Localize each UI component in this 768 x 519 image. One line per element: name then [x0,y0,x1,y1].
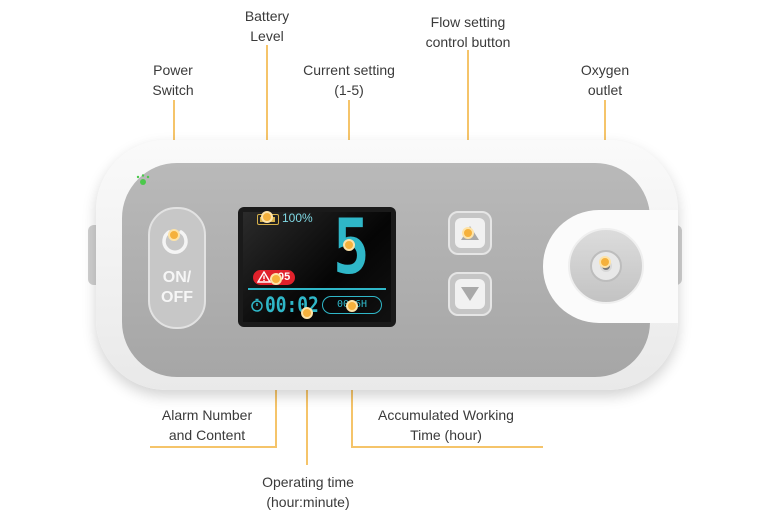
callout-dot-accumulated [346,300,358,312]
callout-line-accum-h [351,446,543,448]
battery-percent: 100% [282,211,313,225]
label-accum-line1: Accumulated Working [378,407,514,423]
label-current-setting: Current setting (1-5) [287,60,411,100]
callout-dot-battery [261,211,273,223]
callout-dot-power [168,229,180,241]
led-indicator-icon [136,174,150,185]
label-flow-line2: control button [425,34,511,50]
power-label-on: ON/ [162,269,192,286]
label-alarm-line2: and Content [168,427,246,443]
power-label-off: OFF [161,289,193,306]
label-power-line2: Switch [152,82,194,98]
power-button-label: ON/ OFF [148,268,206,308]
label-alarm: Alarm Number and Content [148,405,266,445]
callout-line-battery [266,45,268,217]
label-optime-line2: (hour:minute) [266,494,350,510]
callout-line-alarm-h [150,446,277,448]
label-outlet-line1: Oxygen [580,62,630,78]
label-current-line2: (1-5) [334,82,364,98]
label-flow-line1: Flow setting [430,14,506,30]
accumulated-hours-box [322,296,382,314]
power-icon [162,230,188,254]
callout-dot-current-setting [343,239,355,251]
label-optime-line1: Operating time [262,474,354,490]
label-operating-time: Operating time (hour:minute) [250,472,366,512]
label-alarm-line1: Alarm Number [161,407,253,423]
flow-down-button[interactable] [448,272,492,316]
label-accumulated: Accumulated Working Time (hour) [362,405,530,445]
label-current-line1: Current setting [303,62,395,78]
callout-dot-operating-time [301,307,313,319]
label-power-switch: Power Switch [128,60,218,100]
display-divider [248,288,386,290]
callout-dot-alarm [270,273,282,285]
power-button[interactable] [148,207,206,329]
timer-icon [251,298,263,312]
label-battery-line1: Battery [244,8,290,24]
flow-down-button-face [455,279,485,309]
down-arrow-icon [461,287,479,301]
callout-dot-outlet [599,256,611,268]
label-outlet-line2: outlet [587,82,623,98]
label-oxygen-outlet: Oxygen outlet [560,60,650,100]
label-power-line1: Power [153,62,193,78]
warning-icon [257,271,271,283]
label-flow-setting: Flow setting control button [403,12,533,52]
display-screen [243,212,391,322]
callout-dot-flow [462,227,474,239]
label-battery-line2: Level [250,28,284,44]
label-battery-level: Battery Level [222,6,312,46]
label-accum-line2: Time (hour) [410,427,482,443]
